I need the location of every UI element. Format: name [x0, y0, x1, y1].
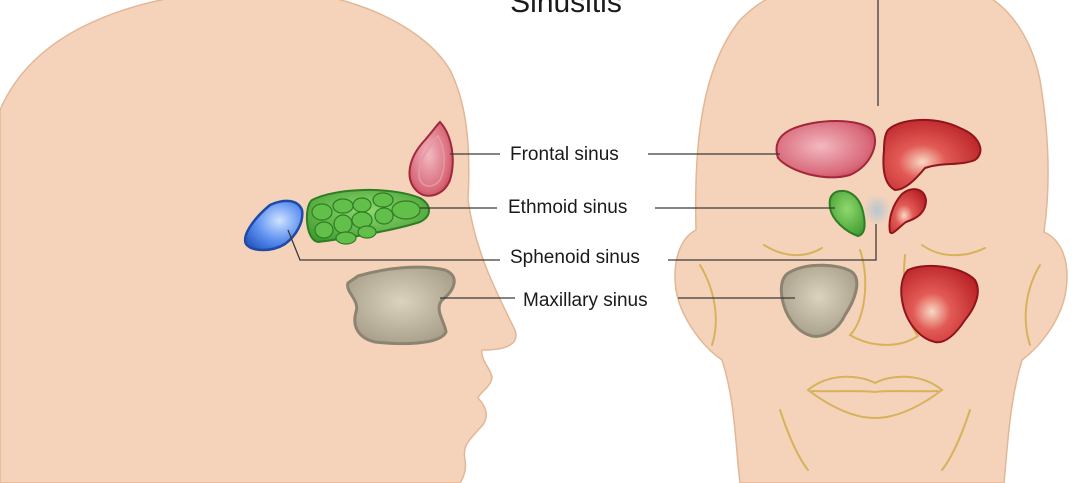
front-ethmoid-sinus — [828, 190, 866, 238]
front-sphenoid-sinus — [863, 194, 891, 226]
label-maxillary-sinus: Maxillary sinus — [523, 290, 648, 311]
front-maxillary-sinus — [779, 263, 859, 338]
diagram-title: Sinusitis — [510, 0, 622, 19]
front-maxillary-sinus-inflamed — [900, 264, 979, 344]
label-frontal-sinus: Frontal sinus — [510, 144, 619, 165]
label-sphenoid-sinus: Sphenoid sinus — [510, 247, 640, 268]
front-ethmoid-sinus-inflamed — [888, 188, 928, 234]
profile-maxillary-sinus — [346, 265, 456, 346]
front-frontal-sinus-left — [775, 120, 877, 179]
face-contour-lines — [699, 244, 1041, 471]
profile-sphenoid-sinus — [243, 199, 304, 252]
label-ethmoid-sinus: Ethmoid sinus — [508, 197, 627, 218]
profile-ethmoid-sinus — [305, 188, 430, 245]
leader-lines — [287, 0, 879, 299]
profile-frontal-sinus-inner — [418, 134, 445, 187]
front-frontal-sinus-right-inflamed — [882, 118, 982, 192]
front-face — [674, 0, 1068, 483]
